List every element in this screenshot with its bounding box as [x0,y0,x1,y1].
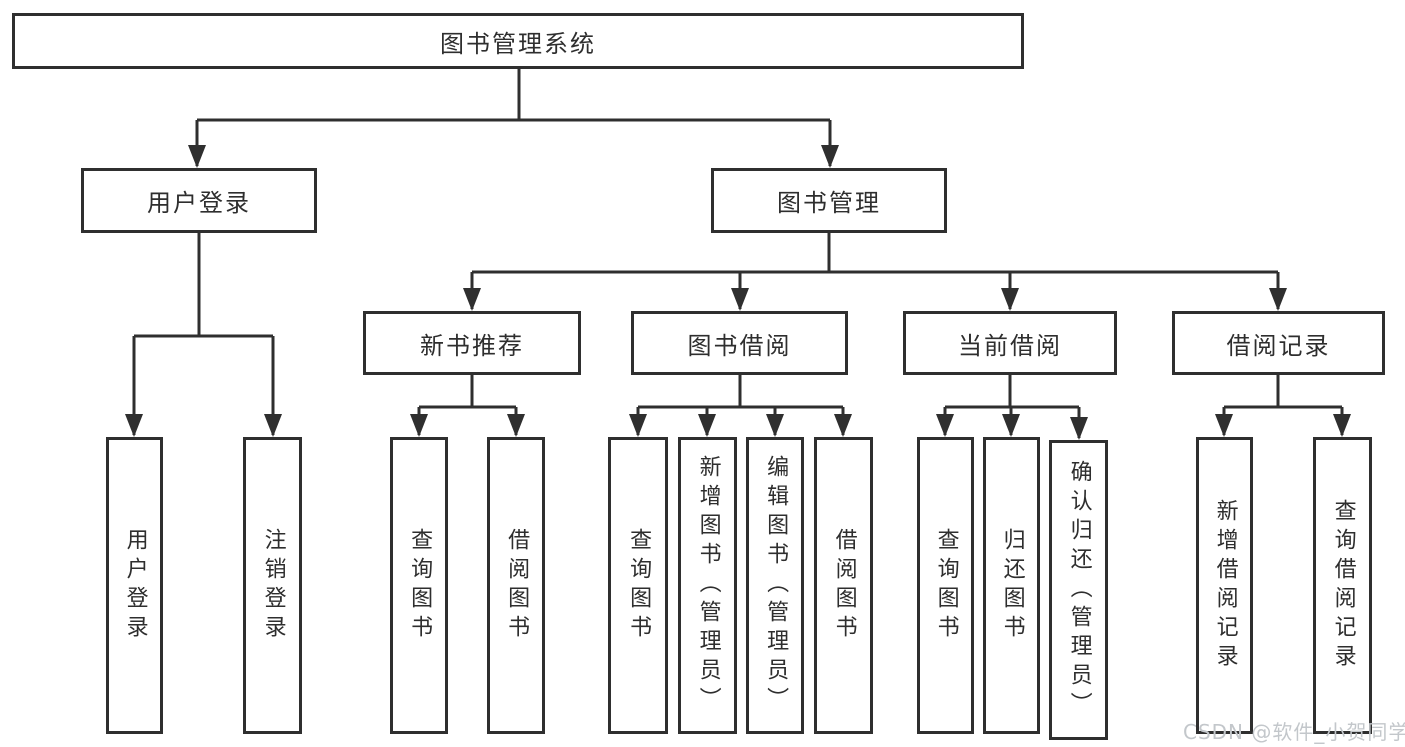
leaf-query-borrow-record: 查询借阅记录 [1313,437,1372,734]
leaf-logout: 注销登录 [243,437,302,734]
leaf-user-login: 用户登录 [106,437,163,734]
node-new-book-recommend: 新书推荐 [363,311,581,375]
leaf-add-books-admin: 新增图书（管理员） [678,437,737,734]
leaf-borrow-books: 借阅图书 [814,437,873,734]
leaf-borrow-books-recommend: 借阅图书 [487,437,545,734]
leaf-query-books-recommend: 查询图书 [390,437,448,734]
node-user-login: 用户登录 [81,168,317,233]
leaf-edit-books-admin: 编辑图书（管理员） [746,437,804,734]
leaf-return-books: 归还图书 [983,437,1040,734]
connector-elbow-lines [132,69,1344,438]
leaf-query-books-current: 查询图书 [917,437,974,734]
csdn-watermark: CSDN @软件_小贺同学 [1183,720,1405,744]
leaf-confirm-return-admin: 确认归还（管理员） [1049,440,1108,740]
leaf-add-borrow-record: 新增借阅记录 [1196,437,1253,734]
node-library-management-system: 图书管理系统 [12,13,1024,69]
node-borrowing-records: 借阅记录 [1172,311,1385,375]
node-book-borrowing: 图书借阅 [631,311,848,375]
node-book-management: 图书管理 [711,168,947,233]
node-current-borrowing: 当前借阅 [903,311,1117,375]
arrowhead-triangles [125,145,1351,440]
leaf-query-books-borrowing: 查询图书 [608,437,668,734]
